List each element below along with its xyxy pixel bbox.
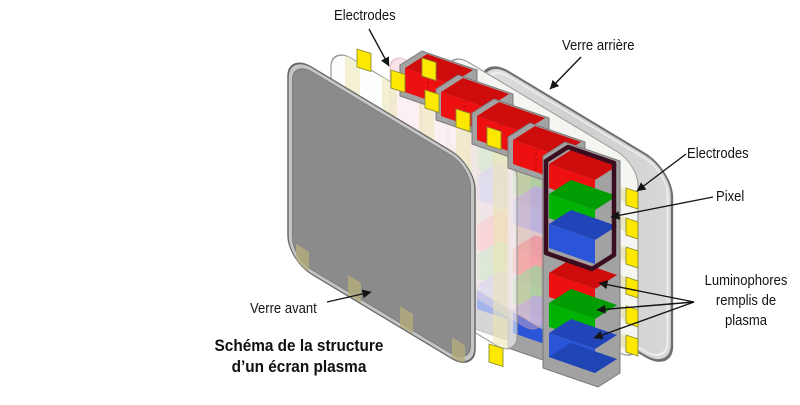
label-pixel: Pixel <box>716 188 749 205</box>
label-text: Pixel <box>716 188 745 205</box>
diagram-title: Schéma de la structure d’un écran plasma <box>186 336 412 378</box>
label-luminophores: Luminophores remplis de plasma <box>676 271 800 331</box>
label-text: Verre avant <box>250 300 317 317</box>
leader-luminophore-green <box>596 301 695 314</box>
phosphor-cell-blue-bottom <box>549 343 617 373</box>
label-text: Electrodes <box>334 7 396 24</box>
electrode-tab <box>625 217 639 240</box>
electrode-tab <box>625 246 639 269</box>
electrode-tab <box>421 57 437 82</box>
label-electrodes-right: Electrodes <box>687 145 758 162</box>
front-electrode-tabs <box>356 48 504 368</box>
electrode-tab <box>625 276 639 299</box>
electrode-tab <box>625 187 639 210</box>
phosphor-cell-green-floor <box>549 180 617 210</box>
leader-verre-avant <box>326 289 372 303</box>
label-text: Electrodes <box>687 145 749 162</box>
label-electrodes-top: Electrodes <box>334 7 405 24</box>
leader-pixel <box>610 196 714 220</box>
label-text: plasma <box>724 312 768 329</box>
electrode-tab <box>356 48 372 73</box>
leader-electrodes-top <box>368 28 390 67</box>
rear-electrode-tabs <box>625 187 639 357</box>
electrode-tab <box>488 343 504 368</box>
title-line-2: d’un écran plasma <box>231 358 367 376</box>
title-line-1: Schéma de la structure <box>214 337 384 355</box>
leader-luminophore-red <box>598 280 695 303</box>
electrode-tab <box>424 89 440 114</box>
phosphor-cell-blue-floor <box>549 210 617 240</box>
label-text: Luminophores <box>704 272 788 289</box>
electrode-tab <box>486 126 502 151</box>
leader-luminophore-blue <box>593 301 695 340</box>
phosphor-cell-red-floor <box>549 150 617 180</box>
front-glass-panel <box>287 62 476 366</box>
electrode-tab <box>625 334 639 357</box>
leader-verre-arriere <box>549 56 582 90</box>
electrode-tab <box>455 108 471 133</box>
label-text: remplis de <box>715 292 777 309</box>
leader-electrodes-right <box>636 153 687 192</box>
label-text: Verre arrière <box>562 37 635 54</box>
label-verre-avant: Verre avant <box>250 300 327 317</box>
leader-lines <box>326 28 714 340</box>
phosphor-cell-blue <box>549 224 595 264</box>
electrode-tab <box>625 305 639 328</box>
pixel-outline <box>543 144 617 272</box>
electrode-tab <box>390 69 406 94</box>
label-verre-arriere: Verre arrière <box>562 37 645 54</box>
